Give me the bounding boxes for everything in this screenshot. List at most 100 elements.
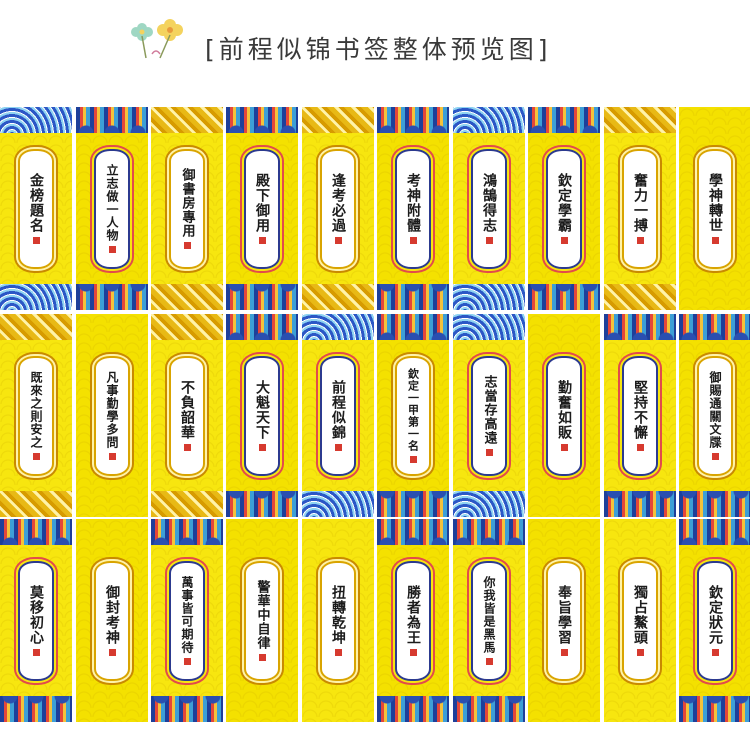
decor-band-bottom: [528, 284, 600, 310]
seal-stamp-icon: [258, 237, 266, 244]
seal-stamp-icon: [32, 453, 40, 460]
header: [前程似锦书签整体预览图]: [0, 0, 750, 100]
bookmark-row: 既來之則安之凡事勤學多問 不負韶華 大魁天下 前程似錦 欽定一甲第一名 志當存高遠 勤奮如販…: [0, 314, 750, 517]
decor-band-top: [151, 519, 223, 545]
bookmark-text: 逢考必過: [330, 173, 346, 233]
bookmark-plaque: 欽定一甲第一名: [395, 355, 431, 476]
decor-band-top: [377, 107, 449, 133]
bookmark-plaque: 志當存高遠: [471, 355, 507, 476]
seal-stamp-icon: [485, 449, 493, 456]
bookmark-plaque: 你我皆是黑馬: [471, 560, 507, 681]
decor-band-top: [528, 107, 600, 133]
bookmark-text: 警華中自律: [254, 580, 270, 650]
bookmark-text: 鴻鵠得志: [481, 173, 497, 233]
seal-stamp-icon: [485, 658, 493, 665]
decor-band-top: [679, 314, 750, 340]
decor-band-top: [76, 107, 148, 133]
bookmark-text: 大魁天下: [254, 380, 270, 440]
bookmark-text: 扭轉乾坤: [330, 585, 346, 645]
seal-stamp-icon: [334, 237, 342, 244]
seal-stamp-icon: [560, 444, 568, 451]
decor-band-top: [302, 314, 374, 340]
seal-stamp-icon: [32, 649, 40, 656]
decor-band-top: [0, 314, 72, 340]
bookmark-plaque: 獨占鰲頭: [622, 560, 658, 681]
decor-band-top: [453, 519, 525, 545]
decor-band-top: [377, 519, 449, 545]
bookmark-text: 前程似錦: [330, 380, 346, 440]
decor-band-bottom: [604, 284, 676, 310]
bookmark-plaque: 殿下御用: [244, 148, 280, 269]
decor-band-bottom: [377, 491, 449, 517]
bookmark-card: 奮力一搏: [604, 107, 676, 310]
bookmark-plaque: 既來之則安之: [18, 355, 54, 476]
bookmark-card: 立志做一人物: [76, 107, 148, 310]
bookmark-card: 你我皆是黑馬: [453, 519, 525, 722]
bookmark-card: 欽定一甲第一名: [377, 314, 449, 517]
bookmark-text: 堅持不懈: [632, 380, 648, 440]
decor-band-bottom: [0, 696, 72, 722]
bookmark-card: 莫移初心: [0, 519, 72, 722]
bookmark-card: 御封考神: [76, 519, 148, 722]
decor-band-bottom: [0, 491, 72, 517]
seal-stamp-icon: [258, 654, 266, 661]
bookmark-text: 奮力一搏: [632, 173, 648, 233]
decor-band-top: [302, 107, 374, 133]
bookmark-card: 堅持不懈: [604, 314, 676, 517]
seal-stamp-icon: [485, 237, 493, 244]
bookmark-plaque: 奉旨學習: [546, 560, 582, 681]
bookmark-card: 凡事勤學多問: [76, 314, 148, 517]
decor-band-top: [604, 314, 676, 340]
bookmark-plaque: 欽定狀元: [697, 560, 733, 681]
seal-stamp-icon: [183, 658, 191, 665]
decor-band-bottom: [76, 284, 148, 310]
seal-stamp-icon: [108, 246, 116, 253]
decor-band-top: [151, 107, 223, 133]
bookmark-plaque: 堅持不懈: [622, 355, 658, 476]
seal-stamp-icon: [183, 242, 191, 249]
bookmark-plaque: 學神轉世: [697, 148, 733, 269]
decor-band-top: [0, 107, 72, 133]
bookmark-text: 志當存高遠: [481, 375, 497, 445]
bookmark-plaque: 萬事皆可期待: [169, 560, 205, 681]
decor-band-bottom: [0, 284, 72, 310]
bookmark-card: 學神轉世: [679, 107, 750, 310]
bookmark-card: 勤奮如販: [528, 314, 600, 517]
bookmark-text: 莫移初心: [28, 585, 44, 645]
decor-band-bottom: [302, 491, 374, 517]
bookmark-card: 志當存高遠: [453, 314, 525, 517]
decor-band-bottom: [226, 284, 298, 310]
decor-band-bottom: [151, 284, 223, 310]
bookmark-card: 奉旨學習: [528, 519, 600, 722]
decor-band-top: [377, 314, 449, 340]
seal-stamp-icon: [409, 456, 417, 463]
bookmark-text: 奉旨學習: [556, 585, 572, 645]
bookmark-plaque: 鴻鵠得志: [471, 148, 507, 269]
seal-stamp-icon: [636, 444, 644, 451]
decor-band-top: [0, 519, 72, 545]
seal-stamp-icon: [409, 237, 417, 244]
bookmark-card: 獨占鰲頭: [604, 519, 676, 722]
decor-band-bottom: [453, 491, 525, 517]
bookmark-card: 御書房專用: [151, 107, 223, 310]
bookmark-plaque: 御賜通關文牒: [697, 355, 733, 476]
bookmark-text: 御封考神: [104, 585, 120, 645]
bookmark-plaque: 勝者為王: [395, 560, 431, 681]
bookmark-text: 獨占鰲頭: [632, 585, 648, 645]
decor-band-bottom: [679, 491, 750, 517]
bookmark-card: 鴻鵠得志: [453, 107, 525, 310]
seal-stamp-icon: [334, 649, 342, 656]
bookmark-card: 逢考必過: [302, 107, 374, 310]
decor-band-top: [453, 107, 525, 133]
seal-stamp-icon: [560, 237, 568, 244]
bookmark-plaque: 奮力一搏: [622, 148, 658, 269]
decor-band-bottom: [679, 696, 750, 722]
page-title: [前程似锦书签整体预览图]: [205, 35, 552, 64]
bookmark-plaque: 莫移初心: [18, 560, 54, 681]
decor-band-top: [453, 314, 525, 340]
bookmark-card: 欽定狀元: [679, 519, 750, 722]
decor-band-bottom: [302, 284, 374, 310]
bookmark-card: 既來之則安之: [0, 314, 72, 517]
bookmark-text: 不負韶華: [179, 380, 195, 440]
seal-stamp-icon: [711, 237, 719, 244]
